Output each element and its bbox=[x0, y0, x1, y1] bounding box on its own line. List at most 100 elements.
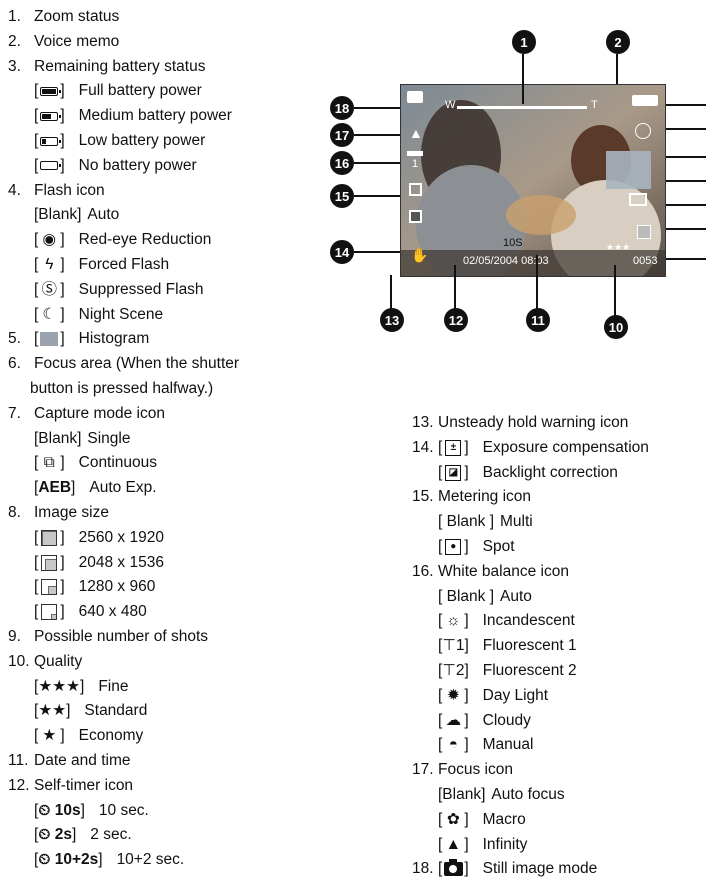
legend-row: 3.Remaining battery status bbox=[8, 56, 205, 78]
still-image-icon bbox=[442, 859, 464, 877]
legend-row: [ ✿ ]Macro bbox=[438, 809, 526, 831]
fluorescent-2-icon: ⊤2 bbox=[442, 662, 465, 679]
item-text: 10+2 sec. bbox=[116, 851, 185, 869]
timer-10s-icon: ⏲ 10s bbox=[38, 801, 81, 819]
legend-row: [ ⏲ 10s ]10 sec. bbox=[34, 800, 149, 822]
item-text: Auto bbox=[500, 587, 532, 605]
lcd-camera-icon bbox=[407, 91, 423, 103]
legend-row: [ AEB ]Auto Exp. bbox=[34, 477, 157, 499]
item-number: 14. bbox=[412, 438, 434, 456]
macro-icon: ✿ bbox=[446, 810, 460, 828]
exposure-icon: ± bbox=[442, 439, 464, 456]
legend-row: [Blank] Auto bbox=[34, 204, 119, 226]
lcd-zoom-t: T bbox=[591, 99, 598, 111]
bracket-open: [ bbox=[438, 736, 443, 754]
legend-row: [ ]No battery power bbox=[34, 155, 197, 177]
callout-17: 17 bbox=[330, 123, 354, 147]
leader-line bbox=[666, 204, 706, 206]
legend-row: [ ]Medium battery power bbox=[34, 105, 232, 127]
item-text: Forced Flash bbox=[78, 256, 170, 273]
battery-empty-icon bbox=[38, 158, 62, 174]
lcd-wb-num: 1 bbox=[412, 158, 419, 170]
leader-line bbox=[536, 255, 538, 309]
item-text: Economy bbox=[78, 727, 144, 745]
callout-11: 11 bbox=[526, 308, 550, 332]
bracket-close: ] bbox=[71, 826, 77, 844]
incandescent-icon: ☼ bbox=[446, 612, 461, 630]
infinity-icon: ▲ bbox=[445, 835, 461, 853]
item-number: 3. bbox=[8, 57, 21, 75]
leader-line bbox=[666, 156, 706, 158]
callout-2: 2 bbox=[606, 30, 630, 54]
legend-row: 14.[ ± ]Exposure compensation bbox=[412, 437, 649, 459]
item-text: Auto bbox=[87, 206, 120, 224]
bracket-close: ] bbox=[464, 810, 469, 828]
item-text: Flash icon bbox=[34, 181, 105, 199]
bracket-close: ] bbox=[464, 662, 469, 679]
legend-row: 16.White balance icon bbox=[412, 561, 569, 583]
bracket-close: ] bbox=[60, 156, 65, 174]
bracket-close: ] bbox=[80, 801, 85, 819]
legend-row: [ ☾ ]Night Scene bbox=[34, 304, 163, 326]
continuous-icon: ⧉ bbox=[43, 454, 55, 472]
spot-icon: ● bbox=[442, 539, 464, 555]
item-number: 13. bbox=[412, 414, 434, 431]
item-text: Infinity bbox=[482, 835, 528, 853]
callout-14: 14 bbox=[330, 240, 354, 264]
legend-row: [ ⏲ 10+2s ]10+2 sec. bbox=[34, 849, 184, 871]
item-text: Unsteady hold warning icon bbox=[438, 414, 629, 431]
bracket-open: [ bbox=[438, 711, 443, 729]
item-text: Capture mode icon bbox=[34, 404, 165, 422]
item-text: Red-eye Reduction bbox=[78, 231, 212, 249]
lcd-zoom-w: W bbox=[445, 99, 456, 111]
bracket-open: [ bbox=[34, 454, 39, 472]
blank-option: [Blank] bbox=[34, 206, 82, 224]
leader-line bbox=[616, 54, 618, 84]
item-text: Voice memo bbox=[34, 32, 120, 50]
bracket-open: [ bbox=[34, 479, 39, 497]
leader-line bbox=[614, 265, 616, 317]
bracket-open: [ bbox=[34, 727, 39, 745]
item-text: Still image mode bbox=[482, 860, 598, 878]
item-text: Suppressed Flash bbox=[78, 280, 204, 298]
daylight-icon: ✹ bbox=[446, 686, 460, 704]
item-text: 2048 x 1536 bbox=[78, 553, 164, 571]
bracket-close: ] bbox=[464, 463, 469, 481]
callout-12: 12 bbox=[444, 308, 468, 332]
callout-10: 10 bbox=[604, 315, 628, 339]
item-text: Low battery power bbox=[78, 132, 206, 149]
red-eye-icon: ◉ bbox=[42, 231, 57, 249]
item-number: 9. bbox=[8, 628, 21, 645]
item-text: 2 sec. bbox=[90, 826, 132, 844]
lcd-battery-icon bbox=[632, 95, 658, 106]
bracket-close: ] bbox=[464, 438, 469, 456]
leader-line bbox=[354, 134, 400, 136]
bracket-open: [ bbox=[34, 553, 39, 571]
bracket-open: [ bbox=[438, 438, 443, 456]
callout-16: 16 bbox=[330, 151, 354, 175]
item-text: Incandescent bbox=[482, 612, 575, 630]
blank-option: [Blank] bbox=[34, 429, 82, 447]
bracket-open: [ bbox=[34, 132, 39, 149]
bracket-close: ] bbox=[71, 479, 76, 497]
legend-row: [ ϟ ]Forced Flash bbox=[34, 254, 169, 276]
bracket-open: [ bbox=[34, 603, 39, 621]
item-number: 12. bbox=[8, 776, 30, 794]
item-text: White balance icon bbox=[438, 562, 569, 580]
leader-line bbox=[666, 104, 706, 106]
callout-15: 15 bbox=[330, 184, 354, 208]
item-number: 17. bbox=[412, 761, 434, 779]
item-text: Full battery power bbox=[78, 82, 202, 100]
legend-row: [ ]2048 x 1536 bbox=[34, 552, 164, 574]
bracket-open: [ bbox=[34, 826, 39, 844]
timer-10-2s-icon: ⏲ 10+2s bbox=[38, 851, 99, 869]
item-text: Date and time bbox=[34, 752, 131, 769]
bracket-open: [ bbox=[438, 686, 443, 704]
legend-row: [ ⧉ ]Continuous bbox=[34, 452, 157, 474]
item-number: 5. bbox=[8, 330, 21, 348]
legend-row: [ ★ ]Economy bbox=[34, 725, 143, 747]
item-text: button is pressed halfway.) bbox=[30, 380, 214, 397]
manual-icon: ◓ bbox=[448, 736, 458, 754]
legend-row: 8.Image size bbox=[8, 502, 109, 524]
